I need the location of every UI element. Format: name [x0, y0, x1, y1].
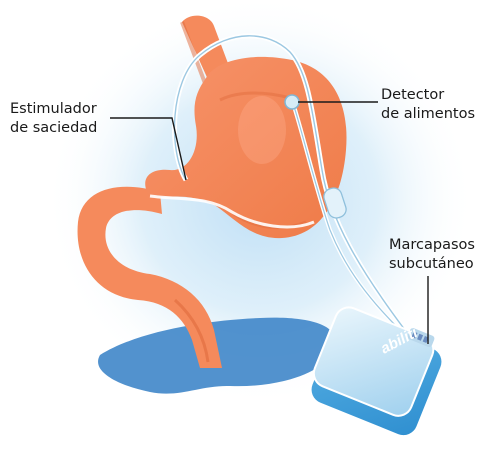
pacemaker-label: Marcapasos subcutáneo — [389, 236, 475, 274]
pacemaker-label-line-2: subcutáneo — [389, 255, 475, 274]
detector-label-line-2: de alimentos — [381, 105, 475, 124]
detector-label-line-1: Detector — [381, 86, 475, 105]
detector-electrode — [285, 95, 299, 109]
stimulator-label-line-2: de saciedad — [10, 119, 97, 138]
stimulator-label: Estimulador de saciedad — [10, 100, 97, 138]
stimulator-label-line-1: Estimulador — [10, 100, 97, 119]
pacemaker-label-line-1: Marcapasos — [389, 236, 475, 255]
detector-label: Detector de alimentos — [381, 86, 475, 124]
